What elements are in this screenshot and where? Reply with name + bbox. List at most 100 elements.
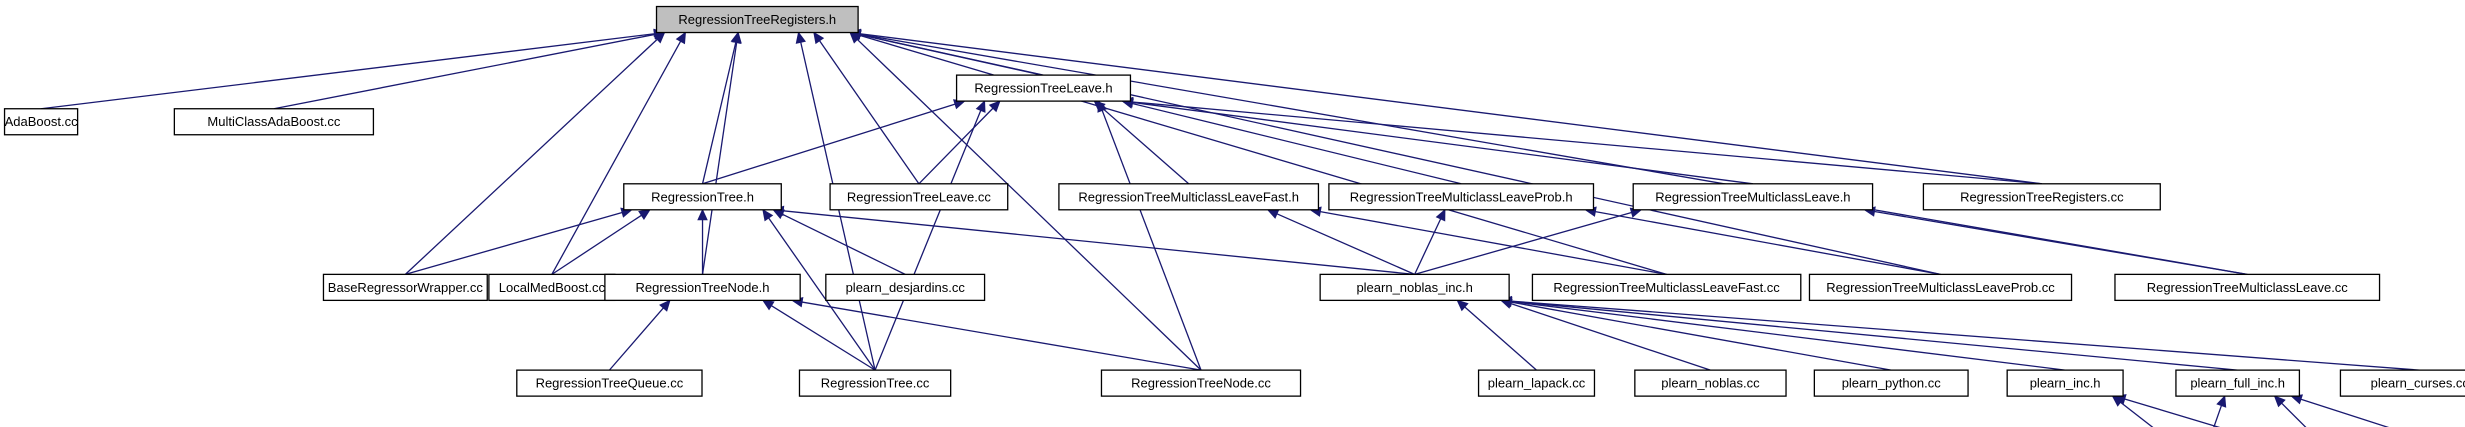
- node-rtmclf-h[interactable]: RegressionTreeMulticlassLeaveFast.h: [1058, 183, 1320, 211]
- node-box[interactable]: [2006, 369, 2124, 397]
- edge-line: [1595, 210, 1941, 276]
- edge-noblas_inc-to-rtmclf_h: [1266, 209, 1415, 275]
- edge-rtmcl_cc-to-root: [848, 29, 2248, 276]
- edge-plearn_cc-to-inc_h: [2111, 395, 2154, 427]
- edge-full_inc-to-noblas_inc: [1499, 296, 2238, 371]
- node-rtnode-cc[interactable]: RegressionTreeNode.cc: [1100, 369, 1302, 397]
- edge-curses-to-noblas_inc: [1499, 295, 2420, 371]
- node-rtqueue-cc[interactable]: RegressionTreeQueue.cc: [516, 369, 703, 397]
- node-box[interactable]: [623, 183, 782, 211]
- edge-line: [801, 301, 1202, 371]
- arrowhead-icon: [2273, 395, 2286, 408]
- edge-rtleave_cc-to-root: [813, 31, 920, 185]
- edge-line: [2120, 401, 2154, 427]
- node-box[interactable]: [488, 273, 616, 302]
- edge-tests-to-inc_h: [2113, 394, 2221, 427]
- node-box[interactable]: [1632, 183, 1874, 211]
- node-box[interactable]: [2339, 369, 2465, 397]
- node-lapack[interactable]: plearn_lapack.cc: [1477, 369, 1596, 397]
- node-rtmcl-cc[interactable]: RegressionTreeMulticlassLeave.cc: [2114, 273, 2381, 302]
- node-box[interactable]: [1319, 273, 1510, 302]
- edge-rtnode_h-to-root: [701, 31, 742, 275]
- edge-line: [2213, 405, 2223, 427]
- node-label: RegressionTree.cc: [821, 376, 930, 391]
- node-rtmcl-h[interactable]: RegressionTreeMulticlassLeave.h: [1632, 183, 1874, 211]
- node-label: RegressionTreeMulticlassLeave.h: [1655, 189, 1850, 204]
- node-label: BaseRegressorWrapper.cc: [328, 280, 484, 295]
- node-rtmclp-cc[interactable]: RegressionTreeMulticlassLeaveProb.cc: [1808, 273, 2073, 302]
- node-label: RegressionTreeNode.cc: [1131, 376, 1271, 391]
- node-python[interactable]: plearn_python.cc: [1813, 369, 1969, 397]
- arrowhead-icon: [988, 100, 1001, 113]
- edge-multiclassadaboost-to-root: [273, 29, 666, 110]
- node-rtmclp-h[interactable]: RegressionTreeMulticlassLeaveProb.h: [1328, 183, 1595, 211]
- edge-rtmclp_cc-to-rtmclp_h: [1584, 206, 1941, 276]
- node-root[interactable]: RegressionTreeRegisters.h: [655, 5, 859, 34]
- node-box[interactable]: [2114, 273, 2381, 302]
- node-label: plearn_noblas.cc: [1661, 376, 1760, 391]
- node-multiclassadaboost[interactable]: MultiClassAdaBoost.cc: [173, 108, 375, 136]
- node-rtregisters-cc[interactable]: RegressionTreeRegisters.cc: [1922, 183, 2161, 211]
- node-adaboost[interactable]: AdaBoost.cc: [3, 108, 79, 136]
- arrowhead-icon: [1435, 208, 1446, 222]
- node-box[interactable]: [1058, 183, 1320, 211]
- edge-rtnode_cc-to-rtleave_h: [1097, 99, 1202, 371]
- node-box[interactable]: [1477, 369, 1596, 397]
- edge-noblas_inc-to-rtree_h: [772, 205, 1415, 276]
- node-box[interactable]: [1531, 273, 1802, 302]
- edge-localmed-to-rtree_h: [551, 209, 651, 275]
- edge-line: [859, 34, 1667, 275]
- node-box[interactable]: [173, 108, 375, 136]
- node-box[interactable]: [955, 74, 1132, 102]
- node-label: plearn_python.cc: [1842, 376, 1942, 391]
- node-box[interactable]: [798, 369, 952, 397]
- edge-line: [781, 213, 906, 275]
- edge-line: [874, 110, 982, 371]
- node-box[interactable]: [1634, 369, 1787, 397]
- node-rtmclf-cc[interactable]: RegressionTreeMulticlassLeaveFast.cc: [1531, 273, 1802, 302]
- edge-line: [273, 33, 655, 110]
- edge-localmed-to-root: [551, 31, 686, 275]
- node-noblas-inc[interactable]: plearn_noblas_inc.h: [1319, 273, 1510, 302]
- node-box[interactable]: [655, 5, 859, 34]
- node-rtree-cc[interactable]: RegressionTree.cc: [798, 369, 952, 397]
- edge-line: [1132, 102, 1462, 185]
- node-box[interactable]: [604, 273, 801, 302]
- node-inc-h[interactable]: plearn_inc.h: [2006, 369, 2124, 397]
- edge-rtqueue_cc-to-rtnode_h: [608, 299, 671, 371]
- edge-line: [859, 34, 1941, 276]
- node-box[interactable]: [2175, 369, 2301, 397]
- node-curses[interactable]: plearn_curses.cc: [2339, 369, 2465, 397]
- edge-rtregisters_cc-to-rtleave_h: [1121, 96, 2042, 185]
- node-label: RegressionTreeNode.h: [636, 280, 770, 295]
- node-label: plearn_desjardins.cc: [846, 280, 966, 295]
- edge-line: [783, 210, 1415, 276]
- node-noblas-cc[interactable]: plearn_noblas.cc: [1634, 369, 1787, 397]
- node-box[interactable]: [3, 108, 79, 136]
- node-label: RegressionTreeMulticlassLeaveProb.cc: [1826, 280, 2055, 295]
- node-rtleave-h[interactable]: RegressionTreeLeave.h: [955, 74, 1132, 102]
- node-box[interactable]: [1813, 369, 1969, 397]
- arrowhead-icon: [1097, 99, 1108, 113]
- node-box[interactable]: [1100, 369, 1302, 397]
- edge-noblas_inc-to-rtmcl_h: [1414, 207, 1643, 275]
- edge-line: [819, 40, 920, 185]
- node-box[interactable]: [1808, 273, 2073, 302]
- node-box[interactable]: [825, 273, 986, 302]
- node-baseregressor[interactable]: BaseRegressorWrapper.cc: [322, 273, 488, 302]
- node-box[interactable]: [829, 183, 1009, 211]
- node-box[interactable]: [1328, 183, 1595, 211]
- arrowhead-icon: [697, 208, 708, 221]
- node-box[interactable]: [1922, 183, 2161, 211]
- node-localmed[interactable]: LocalMedBoost.cc: [488, 273, 616, 302]
- node-rtnode-h[interactable]: RegressionTreeNode.h: [604, 273, 801, 302]
- node-desjardins[interactable]: plearn_desjardins.cc: [825, 273, 986, 302]
- node-full-inc[interactable]: plearn_full_inc.h: [2175, 369, 2301, 397]
- node-rtree-h[interactable]: RegressionTree.h: [623, 183, 782, 211]
- node-box[interactable]: [516, 369, 703, 397]
- node-box[interactable]: [322, 273, 488, 302]
- node-rtleave-cc[interactable]: RegressionTreeLeave.cc: [829, 183, 1009, 211]
- node-label: plearn_lapack.cc: [1488, 376, 1586, 391]
- node-label: plearn_inc.h: [2030, 376, 2101, 391]
